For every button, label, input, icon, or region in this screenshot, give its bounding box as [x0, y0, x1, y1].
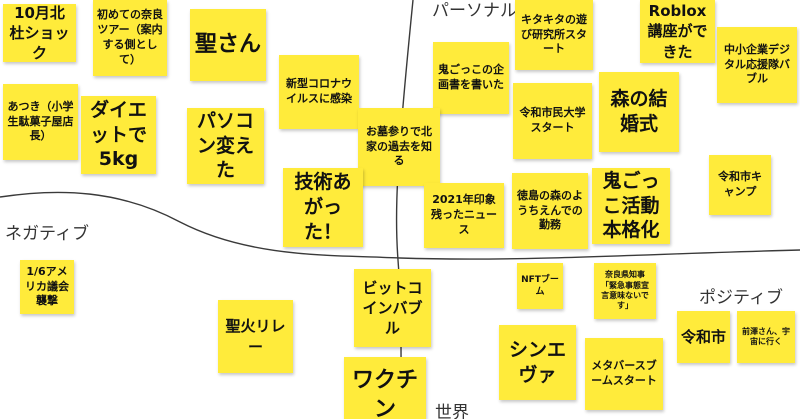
- sticky-note[interactable]: NFTブーム: [517, 263, 563, 309]
- sticky-note-text: 聖火リレー: [225, 317, 286, 356]
- sticky-note-text: 令和市キャンプ: [718, 170, 762, 198]
- sticky-note-text: ワクチン: [351, 368, 418, 419]
- sticky-note-text: NFTブーム: [521, 274, 559, 297]
- sticky-note-text: 初めての奈良ツアー（案内する側として）: [97, 8, 163, 66]
- sticky-note-text: 鬼ごっこ活動本格化: [602, 169, 660, 242]
- sticky-note-text: ダイエットで5kg: [89, 98, 147, 171]
- sticky-note[interactable]: Roblox講座ができた: [640, 0, 715, 63]
- sticky-note-text: お墓参りで北家の過去を知る: [366, 124, 432, 168]
- sticky-note[interactable]: メタバースブームスタート: [585, 338, 663, 410]
- sticky-note[interactable]: パソコン変えた: [187, 108, 264, 184]
- sticky-note[interactable]: 技術あがった！: [283, 168, 363, 247]
- sticky-note-text: 令和市民大学スタート: [519, 106, 586, 134]
- sticky-note[interactable]: ビットコインバブル: [354, 269, 431, 347]
- sticky-note[interactable]: 聖火リレー: [218, 300, 293, 373]
- sticky-note[interactable]: 令和市キャンプ: [709, 155, 771, 215]
- sticky-note[interactable]: 2021年印象残ったニュース: [424, 183, 504, 248]
- axis-label-top: パーソナル: [432, 1, 517, 21]
- sticky-note-text: メタバースブームスタート: [591, 359, 657, 387]
- sticky-note[interactable]: 奈良県知事「緊急事態宣言意味ないです」: [594, 263, 656, 319]
- sticky-note-text: 奈良県知事「緊急事態宣言意味ないです」: [601, 270, 649, 311]
- sticky-note-text: パソコン変えた: [196, 109, 254, 182]
- sticky-note[interactable]: 鬼ごっこの企画書を書いた: [433, 42, 509, 114]
- sticky-note[interactable]: 徳島の森のようちえんでの勤務: [512, 173, 588, 249]
- sticky-note-text: 鬼ごっこの企画書を書いた: [438, 63, 504, 91]
- sticky-note-text: 新型コロナウイルスに感染: [286, 77, 352, 105]
- sticky-note[interactable]: 聖さん: [190, 9, 266, 81]
- sticky-note-text: 徳島の森のようちえんでの勤務: [517, 188, 583, 232]
- sticky-note-text: ビットコインバブル: [362, 278, 423, 338]
- axis-label-right: ポジティブ: [699, 288, 783, 308]
- sticky-note[interactable]: ワクチン: [344, 357, 426, 419]
- sticky-note[interactable]: 初めての奈良ツアー（案内する側として）: [93, 0, 167, 76]
- sticky-note[interactable]: 新型コロナウイルスに感染: [279, 55, 359, 129]
- sticky-note[interactable]: 中小企業デジタル応援隊バブル: [717, 27, 797, 103]
- sticky-note-text: 中小企業デジタル応援隊バブル: [724, 42, 790, 86]
- sticky-note[interactable]: 森の結婚式: [599, 72, 679, 152]
- sticky-note[interactable]: 令和市民大学スタート: [513, 83, 592, 159]
- sticky-note[interactable]: キタキタの遊び研究所スタート: [515, 0, 593, 70]
- axis-label-bottom: 世界: [435, 403, 469, 419]
- sticky-note-text: 令和市: [681, 327, 727, 346]
- sticky-note[interactable]: 前澤さん、宇宙に行く: [737, 311, 795, 363]
- sticky-note-text: Roblox講座ができた: [647, 2, 708, 61]
- sticky-note-text: 聖さん: [194, 31, 261, 57]
- horizontal-axis-line: [0, 191, 800, 260]
- sticky-note-text: キタキタの遊び研究所スタート: [521, 12, 587, 56]
- sticky-note[interactable]: 令和市: [677, 311, 730, 363]
- sticky-note[interactable]: 1/6アメリカ議会襲撃: [20, 260, 74, 314]
- sticky-note-text: 10月北杜ショック: [9, 4, 70, 62]
- sticky-note[interactable]: シンエヴァ: [499, 325, 576, 400]
- sticky-note-text: シンエヴァ: [508, 338, 566, 386]
- sticky-note[interactable]: お墓参りで北家の過去を知る: [358, 108, 440, 186]
- sticky-note[interactable]: ダイエットで5kg: [81, 96, 156, 174]
- sticky-note-text: 2021年印象残ったニュース: [431, 193, 497, 236]
- sticky-note-text: あつき（小学生駄菓子屋店長）: [7, 99, 74, 143]
- sticky-note-text: 技術あがった！: [294, 171, 352, 243]
- sticky-note-text: 1/6アメリカ議会襲撃: [25, 264, 69, 308]
- sticky-note-text: 前澤さん、宇宙に行く: [742, 326, 790, 346]
- sticky-note[interactable]: あつき（小学生駄菓子屋店長）: [3, 84, 78, 160]
- sticky-note-text: 森の結婚式: [610, 88, 668, 135]
- sticky-note[interactable]: 鬼ごっこ活動本格化: [592, 168, 670, 244]
- axis-label-left: ネガティブ: [5, 224, 89, 244]
- sticky-note[interactable]: 10月北杜ショック: [3, 4, 76, 62]
